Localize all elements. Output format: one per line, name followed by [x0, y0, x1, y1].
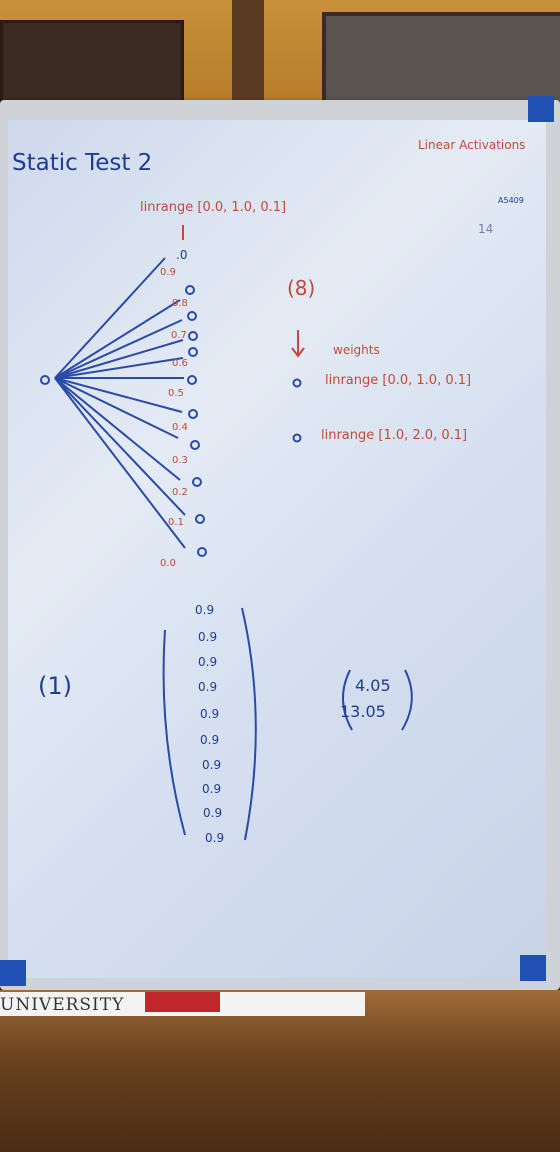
- column-value: 0.9: [200, 707, 220, 721]
- top-range-label: linrange [0.0, 1.0, 0.1]: [140, 200, 287, 215]
- board-corner-tr: [528, 96, 554, 122]
- column-value: 0.9: [195, 603, 215, 617]
- corner-note: Linear Activations: [418, 138, 526, 152]
- result-value-2: 13.05: [340, 702, 386, 721]
- arrow-to-node-6: [54, 377, 183, 413]
- weight-node-1: [292, 378, 302, 388]
- wooden-post: [232, 0, 264, 110]
- bracket-right: [241, 607, 257, 841]
- node-label: 0.4: [172, 422, 188, 433]
- node-label: 0.2: [172, 487, 188, 498]
- bracket-small-left: [341, 669, 353, 731]
- weights-label: weights: [333, 343, 380, 357]
- bracket-left: [162, 629, 186, 836]
- node-label: 0.0: [160, 558, 176, 569]
- column-value: 0.9: [198, 630, 218, 644]
- paren-symbol: (8): [287, 276, 316, 300]
- weight-range-1: linrange [0.0, 1.0, 0.1]: [325, 373, 472, 388]
- node-label: 0.1: [168, 517, 184, 528]
- arrow-to-node-8: [54, 377, 181, 481]
- arrow-to-node-0: [54, 257, 166, 379]
- banner-logo-block: [145, 992, 220, 1012]
- input-node: [40, 375, 50, 385]
- banner-text: UNIVERSITY: [0, 995, 125, 1015]
- arrow-to-node-9: [54, 377, 186, 516]
- arrow-to-node-7: [54, 377, 179, 439]
- board-title: Static Test 2: [12, 150, 153, 176]
- column-value: 0.9: [202, 782, 222, 796]
- weight-node-2: [292, 433, 302, 443]
- input-vector: (1): [38, 672, 72, 700]
- arrow-to-node-4: [54, 357, 184, 379]
- column-value: 0.9: [200, 733, 220, 747]
- column-value: 0.9: [198, 655, 218, 669]
- node-label: 0.7: [171, 330, 187, 341]
- small-note-1: A5409: [498, 196, 524, 205]
- arrow-to-node-1: [54, 299, 181, 379]
- arrow-to-node-3: [54, 339, 184, 379]
- small-note-2: 14: [478, 222, 494, 236]
- bracket-small-right: [401, 669, 413, 731]
- node-label: 0.6: [172, 358, 188, 369]
- node-label: .0: [176, 248, 188, 262]
- arrow-to-node-10: [54, 377, 186, 549]
- column-value: 0.9: [198, 680, 218, 694]
- column-value: 0.9: [202, 758, 222, 772]
- result-value-1: 4.05: [355, 676, 391, 695]
- node-label: 0.8: [172, 298, 188, 309]
- picture-frame-left: [0, 20, 184, 112]
- weight-range-2: linrange [1.0, 2.0, 0.1]: [321, 428, 468, 443]
- arrow-to-node-2: [54, 319, 183, 379]
- board-corner-bl: [0, 960, 26, 986]
- board-corner-br: [520, 955, 546, 981]
- column-value: 0.9: [203, 806, 223, 820]
- node-label: 0.5: [168, 388, 184, 399]
- node-label: 0.3: [172, 455, 188, 466]
- whiteboard-surface: [8, 120, 546, 978]
- node-label: 0.9: [160, 267, 176, 278]
- shelf: [0, 990, 560, 1152]
- column-value: 0.9: [205, 831, 225, 845]
